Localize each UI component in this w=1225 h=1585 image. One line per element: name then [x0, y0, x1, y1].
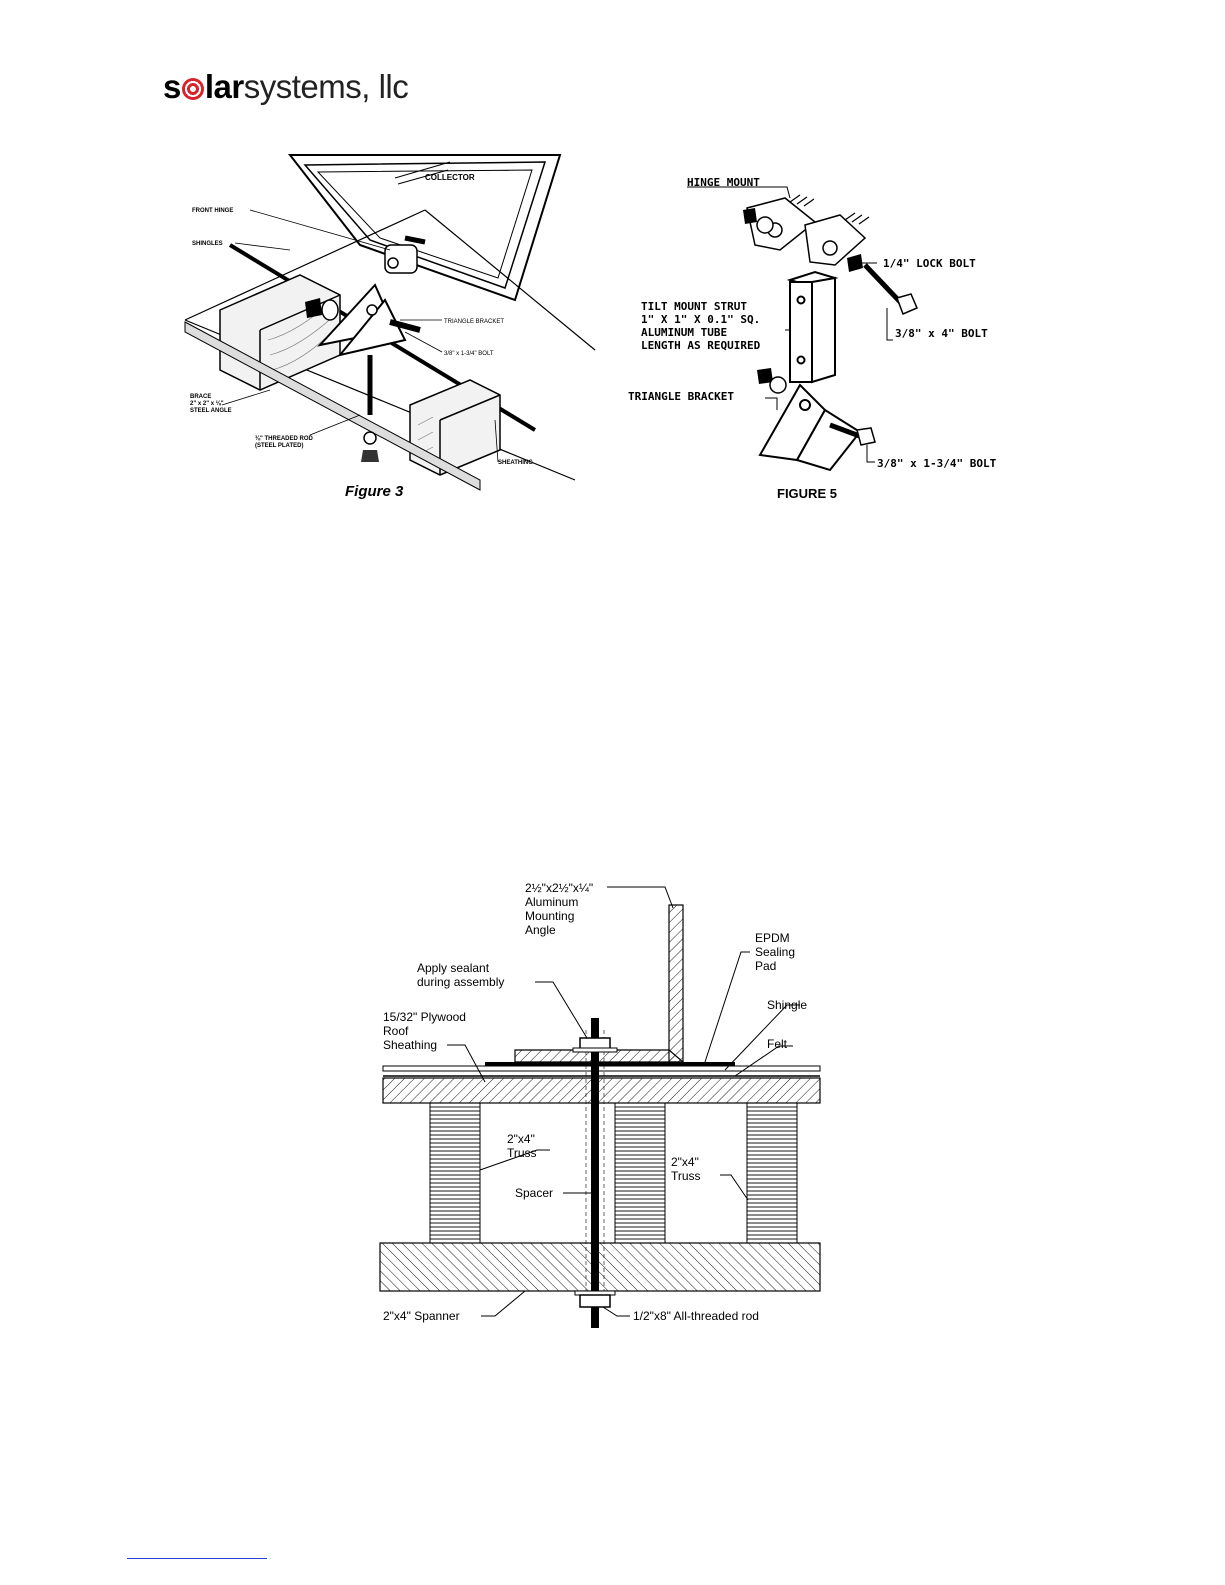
section-label-angle-1: 2½"x2½"x¼": [525, 881, 593, 895]
section-label-shingle: Shingle: [767, 998, 807, 1012]
section-label-spanner: 2"x4" Spanner: [383, 1309, 460, 1323]
section-label-spacer: Spacer: [515, 1186, 553, 1200]
fig5-label-lock-bolt: 1/4" LOCK BOLT: [883, 257, 976, 270]
fig3-label-front-hinge: FRONT HINGE: [192, 208, 233, 214]
fig5-label-bolt-short: 3/8" x 1-3/4" BOLT: [877, 457, 997, 470]
footer-link-underline: [127, 1558, 267, 1559]
fig5-label-strut-2: 1" X 1" X 0.1" SQ.: [641, 313, 760, 326]
section-label-sealant-2: during assembly: [417, 975, 504, 989]
fig5-label-bolt-long: 3/8" x 4" BOLT: [895, 327, 988, 340]
fig3-label-brace-2: 2" x 2" x ⅛": [190, 401, 224, 407]
section-label-plywood-2: Roof: [383, 1024, 409, 1038]
section-label-epdm-3: Pad: [755, 959, 776, 973]
section-label-plywood-1: 15/32" Plywood: [383, 1010, 466, 1024]
section-label-truss-a-2: Truss: [507, 1146, 537, 1160]
section-label-truss-b-2: Truss: [671, 1169, 701, 1183]
section-label-felt: Felt: [767, 1037, 788, 1051]
section-label-plywood-3: Sheathing: [383, 1038, 437, 1052]
fig5-label-hinge-mount: HINGE MOUNT: [687, 176, 760, 189]
mounting-section-drawing: 2½"x2½"x¼" Aluminum Mounting Angle EPDM …: [379, 881, 821, 1328]
logo-text-s: s: [163, 68, 181, 105]
fig3-label-brace-3: STEEL ANGLE: [190, 408, 232, 414]
fig3-label-shingles: SHINGLES: [192, 241, 223, 247]
fig3-label-rod-2: (STEEL PLATED): [255, 443, 303, 449]
fig3-label-triangle-bracket: TRIANGLE BRACKET: [444, 319, 504, 325]
logo-swirl-icon: [181, 78, 204, 100]
fig3-label-bolt: 3/8" x 1-3/4" BOLT: [444, 351, 494, 357]
section-label-sealant-1: Apply sealant: [417, 961, 490, 975]
fig5-label-strut-1: TILT MOUNT STRUT: [641, 300, 747, 313]
section-label-angle-3: Mounting: [525, 909, 574, 923]
fig5-caption: FIGURE 5: [777, 486, 837, 501]
fig3-label-collector: COLLECTOR: [425, 173, 475, 182]
figure-3-roof-mount-drawing: COLLECTOR FRONT H: [180, 150, 605, 510]
fig3-caption: Figure 3: [345, 483, 404, 500]
section-label-truss-a-1: 2"x4": [507, 1132, 535, 1146]
fig5-label-triangle-bracket: TRIANGLE BRACKET: [628, 390, 734, 403]
logo-text-lar: lar: [204, 68, 244, 105]
fig5-label-strut-4: LENGTH AS REQUIRED: [641, 339, 761, 352]
section-label-rod: 1/2"x8" All-threaded rod: [633, 1309, 759, 1323]
section-label-truss-b-1: 2"x4": [671, 1155, 699, 1169]
fig3-label-sheathing: SHEATHING: [498, 460, 533, 466]
fig5-label-strut-3: ALUMINUM TUBE: [641, 326, 727, 339]
fig3-label-rod-1: ⅜" THREADED ROD: [255, 436, 314, 442]
section-label-angle-4: Angle: [525, 923, 556, 937]
section-label-epdm-2: Sealing: [755, 945, 795, 959]
fig3-label-brace-1: BRACE: [190, 394, 211, 400]
section-label-angle-2: Aluminum: [525, 895, 578, 909]
figure-5-tilt-mount-drawing: HINGE MOUNT 1/4" LOCK BOLT TILT MOUNT ST…: [628, 176, 997, 501]
logo-text-systems: systems, llc: [243, 68, 409, 105]
section-label-epdm-1: EPDM: [755, 931, 790, 945]
